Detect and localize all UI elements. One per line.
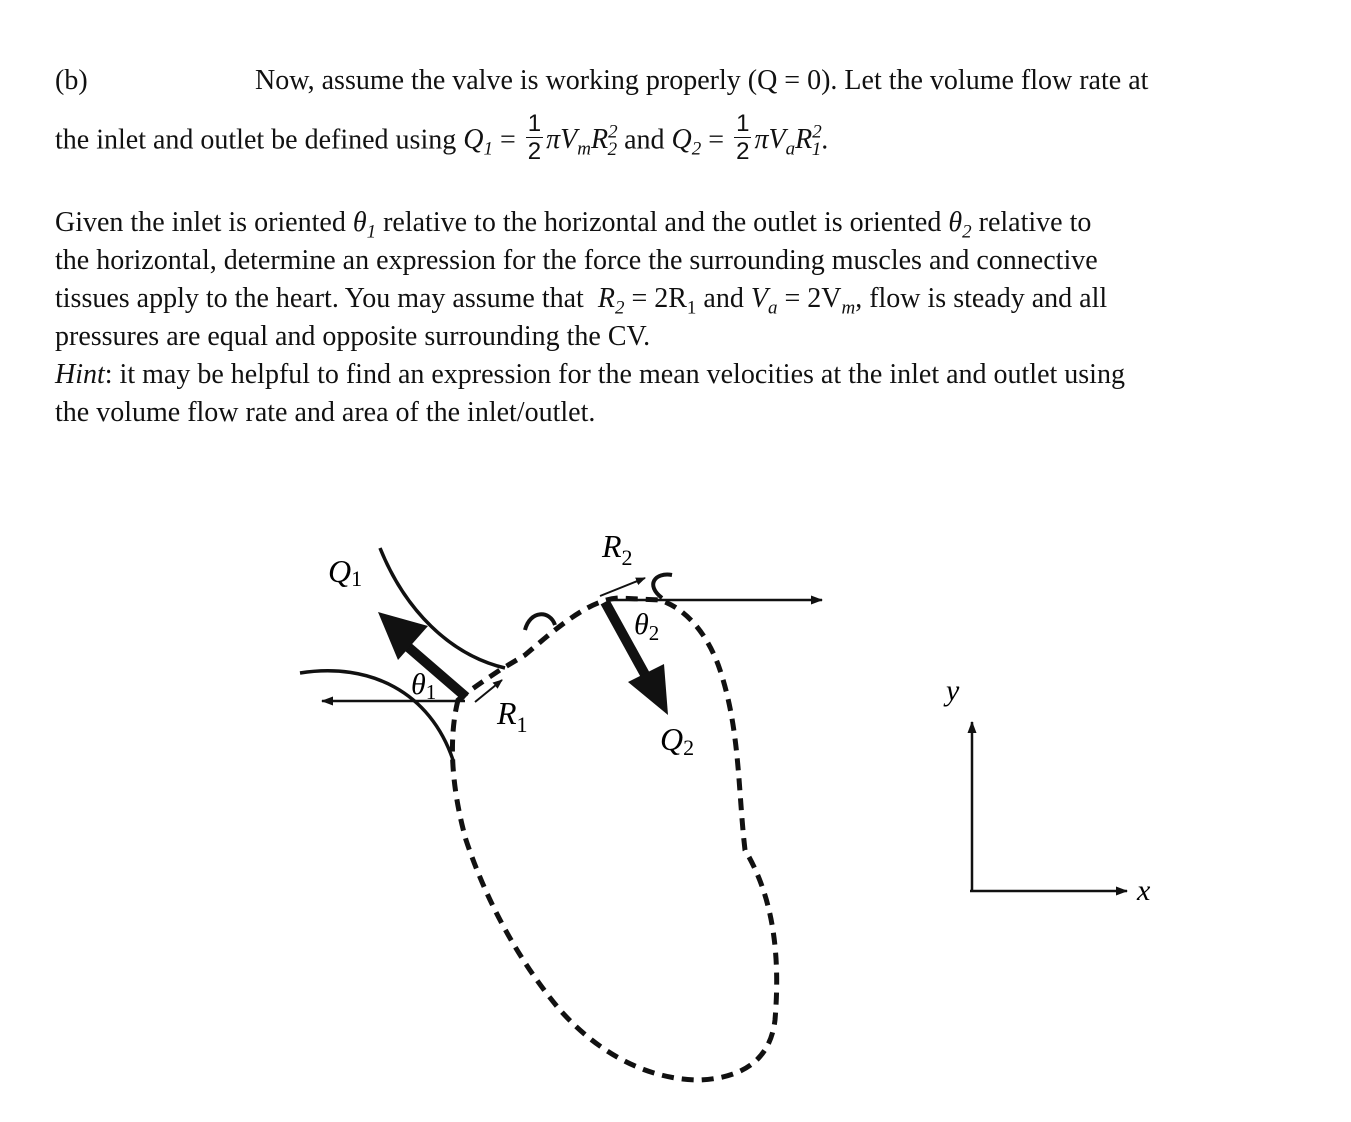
control-volume-boundary [450,595,780,1083]
problem-text: (b) Now, assume the valve is working pro… [55,62,1305,432]
r2-radius-arrow [599,577,646,597]
paragraph-2-line-3: tissues apply to the heart. You may assu… [55,283,1108,319]
paragraph-1-line-1: Now, assume the valve is working properl… [255,65,1149,96]
q1-label: Q1 [328,553,362,591]
inlet-lower-wall [299,669,455,761]
eq1-rhs: πVmR22 [546,122,618,161]
line-2-prefix: the inlet and outlet be defined using [55,124,457,156]
eq1-lhs: Q1 [463,124,493,161]
q2-label: Q2 [660,721,694,760]
hint-line-1: Hint: it may be helpful to find an expre… [55,359,1125,390]
inlet-flow-arrow-shaft [396,636,470,701]
paragraph-2-line-1: Given the inlet is oriented θ1 relative … [55,207,1092,243]
inlet-hook [523,612,557,631]
hint-line-2: the volume flow rate and area of the inl… [55,397,596,428]
paragraph-1-line-2: the inlet and outlet be defined using Q1… [55,112,829,168]
theta-2: θ2 [948,207,972,243]
eq1-equals: = [499,124,516,156]
paragraph-2: Given the inlet is oriented θ1 relative … [55,204,1305,432]
paragraph-2-line-4: pressures are equal and opposite surroun… [55,321,651,352]
part-label: (b) [55,65,88,96]
eq2-lhs: Q2 [671,124,702,161]
theta2-label: θ2 [634,608,659,645]
inlet-upper-wall [378,547,506,670]
r1-radius-arrow [474,679,503,703]
outlet-flow-arrow-shaft [600,599,653,683]
theta1-label: θ1 [411,668,436,704]
theta-1: θ1 [352,207,377,243]
outlet-hook [651,572,673,600]
paragraph-1: (b) Now, assume the valve is working pro… [55,62,1305,174]
r1-label: R1 [496,695,528,737]
inlet-flow-arrow-head [378,612,428,660]
eq2-equals: = [708,124,725,156]
paragraph-2-line-2: the horizontal, determine an expression … [55,245,1098,276]
x-axis-label: x [1136,874,1151,907]
outlet-flow-arrow-head [628,664,668,715]
y-axis-label: y [943,674,960,707]
hint-label: Hint [55,359,105,390]
and-word: and [624,124,665,156]
eq-end: . [821,124,829,156]
eq2-rhs: πVaR21 [754,122,822,161]
r2-label: R2 [601,528,633,570]
